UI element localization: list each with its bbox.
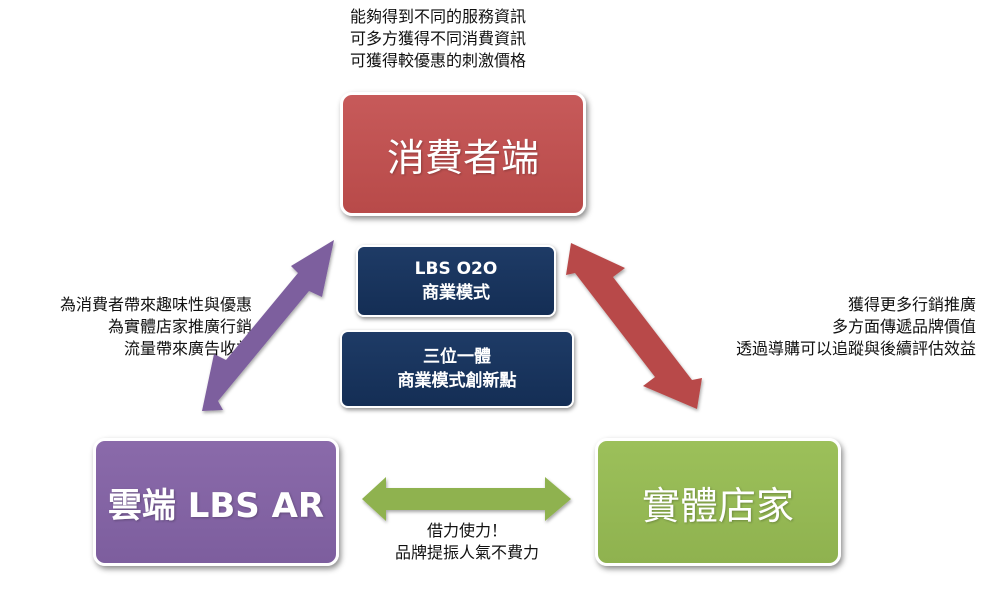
consumer-title: 消費者端 [386, 135, 539, 180]
consumer-box: 消費者端 [340, 92, 586, 216]
center-box1-line1: LBS O2O [414, 259, 498, 279]
cloud-box: 雲端 LBS AR [93, 438, 339, 566]
bottom-double-arrow [362, 477, 571, 521]
cloud-title: 雲端 LBS AR [107, 485, 325, 526]
consumer-note-2: 可多方獲得不同消費資訊 [350, 29, 527, 48]
center-box-lbs-o2o: LBS O2O 商業模式 [356, 245, 556, 317]
center-box1-line2: 商業模式 [422, 283, 490, 303]
store-note-1: 獲得更多行銷推廣 [847, 295, 976, 314]
cloud-note-3: 流量帶來廣告收益 [123, 339, 252, 358]
bottom-notes: 借力使力！ 品牌提振人氣不費力 [362, 520, 572, 564]
bottom-note-2: 品牌提振人氣不費力 [394, 543, 539, 562]
store-note-2: 多方面傳遞品牌價值 [831, 317, 976, 336]
cloud-note-2: 為實體店家推廣行銷 [107, 317, 252, 336]
center-box-trinity: 三位一體 商業模式創新點 [340, 330, 574, 408]
bottom-note-1: 借力使力！ [426, 521, 507, 540]
consumer-notes: 能夠得到不同的服務資訊 可多方獲得不同消費資訊 可獲得較優惠的刺激價格 [350, 6, 526, 72]
consumer-note-1: 能夠得到不同的服務資訊 [350, 7, 527, 26]
cloud-note-1: 為消費者帶來趣味性與優惠 [59, 295, 252, 314]
center-box2-line2: 商業模式創新點 [397, 371, 517, 391]
right-double-arrow [566, 243, 702, 409]
left-double-arrow [202, 240, 334, 411]
store-notes: 獲得更多行銷推廣 多方面傳遞品牌價值 透過導購可以追蹤與後續評估效益 [676, 294, 976, 360]
cloud-notes: 為消費者帶來趣味性與優惠 為實體店家推廣行銷 流量帶來廣告收益 [12, 294, 252, 360]
store-note-3: 透過導購可以追蹤與後續評估效益 [735, 339, 976, 358]
store-box: 實體店家 [595, 438, 841, 566]
store-title: 實體店家 [641, 483, 794, 528]
center-box2-line1: 三位一體 [423, 347, 491, 367]
consumer-note-3: 可獲得較優惠的刺激價格 [350, 51, 527, 70]
